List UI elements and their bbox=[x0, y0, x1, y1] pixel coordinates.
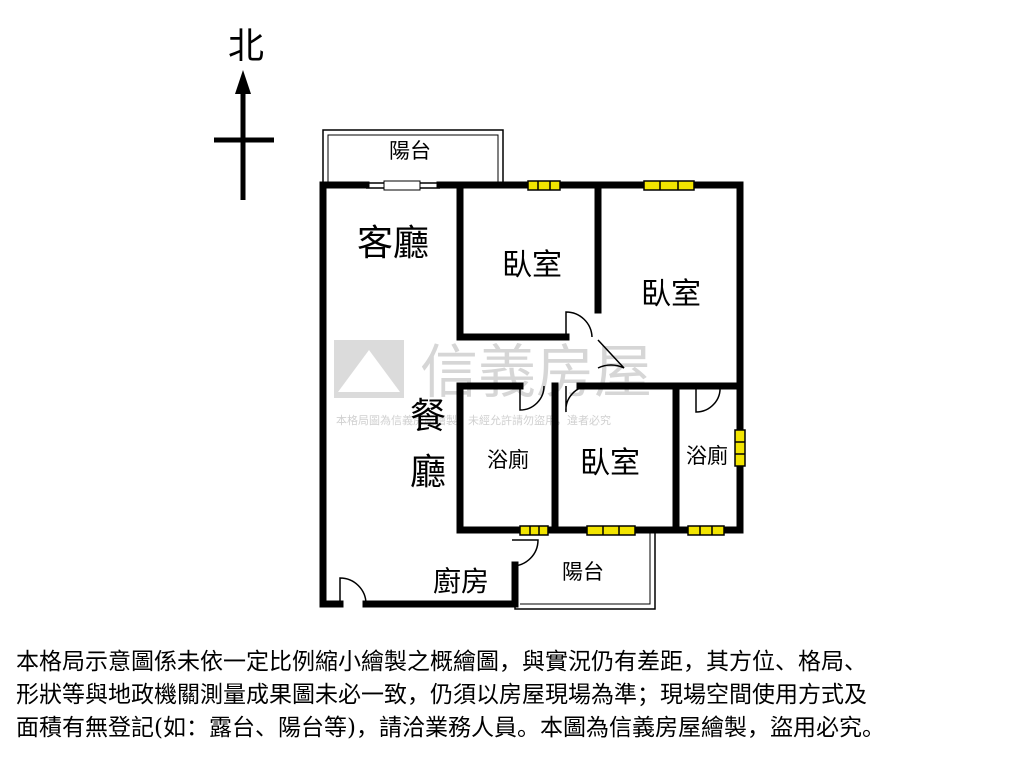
label-kitchen: 廚房 bbox=[433, 565, 489, 598]
watermark: 信義房屋 本格局圖為信義房屋繪製，未經允許請勿盜用，違者必究 bbox=[334, 338, 652, 427]
label-bedroom-1: 臥室 bbox=[502, 248, 562, 283]
disclaimer-line-2: 形狀等與地政機關測量成果圖未必一致，仍須以房屋現場為準；現場空間使用方式及 bbox=[16, 682, 867, 708]
window-bedroom3 bbox=[586, 525, 636, 536]
label-balcony-top: 陽台 bbox=[389, 139, 431, 163]
label-bathroom-2: 浴廁 bbox=[686, 444, 728, 468]
doors bbox=[339, 311, 721, 605]
watermark-notice: 本格局圖為信義房屋繪製，未經允許請勿盜用，違者必究 bbox=[336, 413, 611, 427]
watermark-logo-roof bbox=[338, 350, 400, 392]
window-bathroom2-south bbox=[687, 525, 725, 536]
door-bathroom1 bbox=[519, 385, 545, 411]
window-bedroom2 bbox=[643, 180, 695, 191]
disclaimer-text: 本格局示意圖係未依一定比例縮小繪製之概繪圖，與實況仍有差距，其方位、格局、 形狀… bbox=[16, 646, 1016, 745]
door-kitchen-balcony bbox=[511, 539, 539, 567]
disclaimer-line-3: 面積有無登記(如：露台、陽台等)，請洽業務人員。本圖為信義房屋繪製，盜用必究。 bbox=[16, 715, 885, 741]
north-arrow-icon bbox=[235, 70, 251, 94]
balcony-top bbox=[322, 129, 504, 183]
walls bbox=[319, 181, 744, 608]
windows bbox=[519, 180, 746, 536]
watermark-brand: 信義房屋 bbox=[420, 338, 652, 406]
window-bathroom1 bbox=[519, 525, 549, 536]
sliding-door-top bbox=[366, 180, 440, 191]
label-dining-2: 廳 bbox=[410, 452, 446, 493]
balcony-top-outline bbox=[322, 129, 504, 183]
balcony-bottom-inner-outline bbox=[520, 530, 651, 605]
label-bathroom-1: 浴廁 bbox=[487, 448, 529, 472]
door-entrance bbox=[339, 577, 367, 605]
window-bedroom1 bbox=[527, 180, 561, 191]
door-bathroom2 bbox=[695, 385, 721, 413]
door-bedroom3 bbox=[565, 385, 591, 413]
floor-plan: 北 信義房屋 本格局圖為信義房屋繪製，未經允許請勿盜用，違者必究 bbox=[214, 26, 746, 610]
label-bedroom-3: 臥室 bbox=[580, 446, 640, 481]
disclaimer-line-1: 本格局示意圖係未依一定比例縮小繪製之概繪圖，與實況仍有差距，其方位、格局、 bbox=[16, 649, 867, 675]
north-label: 北 bbox=[228, 26, 264, 67]
door-bedroom2 bbox=[597, 339, 625, 369]
door-bedroom1 bbox=[565, 311, 593, 338]
north-compass: 北 bbox=[214, 26, 274, 200]
balcony-top-inner-outline bbox=[327, 134, 499, 183]
window-bathroom2 bbox=[734, 429, 746, 467]
label-dining-1: 餐 bbox=[410, 396, 446, 437]
label-balcony-bottom: 陽台 bbox=[562, 560, 604, 584]
label-bedroom-2: 臥室 bbox=[641, 277, 701, 312]
label-living-room: 客廳 bbox=[357, 223, 429, 264]
sliding-door-panel bbox=[383, 180, 421, 191]
